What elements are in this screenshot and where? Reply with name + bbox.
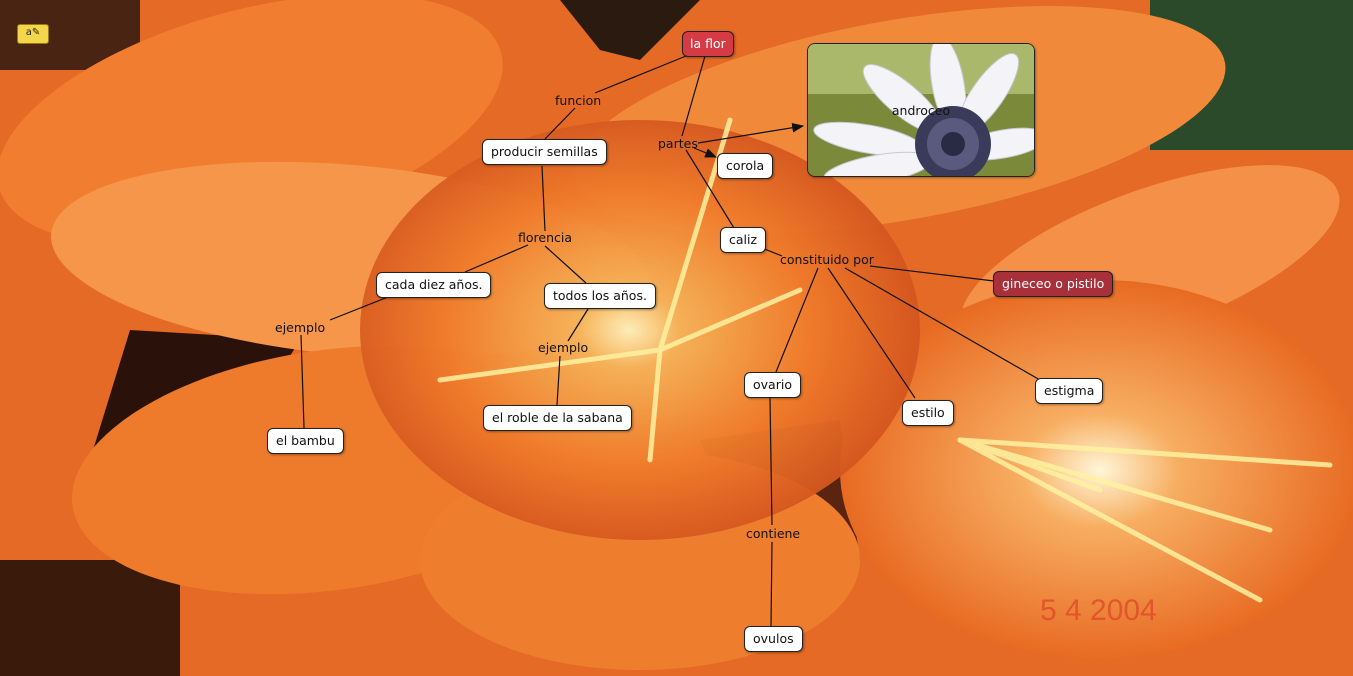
link-producir-florencia [541, 165, 546, 232]
phrase-partes[interactable]: partes [658, 136, 698, 151]
link-ejemplo-bambu [300, 334, 305, 429]
link-constituido-gineceo [869, 265, 995, 282]
node-estilo[interactable]: estilo [902, 400, 954, 426]
node-caliz[interactable]: caliz [720, 227, 767, 253]
node-ovario[interactable]: ovario [744, 372, 801, 398]
link-contiene-ovulos [770, 541, 773, 627]
node-el-roble[interactable]: el roble de la sabana [483, 405, 632, 431]
node-estigma[interactable]: estigma [1035, 378, 1104, 404]
node-todos-los-anos[interactable]: todos los años. [544, 283, 656, 309]
link-constituido-ovario [775, 267, 819, 373]
node-la-flor[interactable]: la flor [682, 31, 734, 57]
daisy-image [808, 44, 1034, 176]
link-laflor-partes [681, 55, 706, 137]
node-producir-semillas[interactable]: producir semillas [482, 139, 607, 165]
phrase-florencia[interactable]: florencia [518, 230, 573, 245]
node-cada-diez-anos[interactable]: cada diez años. [376, 272, 492, 298]
node-androceo-label: androceo [891, 103, 951, 118]
link-constituido-estigma [844, 267, 1041, 381]
phrase-funcion[interactable]: funcion [555, 93, 602, 108]
phrase-contiene[interactable]: contiene [746, 526, 801, 541]
link-partes-androceo [697, 122, 805, 144]
phrase-constituido-por[interactable]: constituido por [780, 252, 874, 267]
link-funcion-producir [544, 107, 576, 140]
node-el-bambu[interactable]: el bambu [267, 428, 344, 454]
link-partes-corola [693, 147, 718, 158]
link-ejemplo-roble [556, 355, 561, 406]
link-ovario-contiene [769, 397, 773, 526]
link-partes-caliz [685, 149, 735, 229]
phrase-ejemplo-left[interactable]: ejemplo [275, 320, 326, 335]
tool-icon-glyph: a✎ [25, 27, 41, 38]
node-gineceo-o-pistilo[interactable]: gineceo o pistilo [993, 271, 1114, 297]
link-todos-ejemplo [567, 308, 589, 342]
link-constituido-estilo [827, 267, 916, 399]
node-ovulos[interactable]: ovulos [744, 626, 803, 652]
link-laflor-funcion [594, 55, 687, 94]
node-corola[interactable]: corola [717, 153, 774, 179]
date-watermark: 5 4 2004 [1040, 594, 1157, 627]
node-androceo[interactable]: androceo [807, 43, 1035, 177]
link-florencia-cada [464, 244, 529, 273]
link-cada-ejemplo [329, 296, 389, 321]
phrase-ejemplo-center[interactable]: ejemplo [538, 340, 589, 355]
concept-map-tool-icon[interactable]: a✎ [17, 24, 49, 44]
link-florencia-todos [544, 245, 587, 284]
